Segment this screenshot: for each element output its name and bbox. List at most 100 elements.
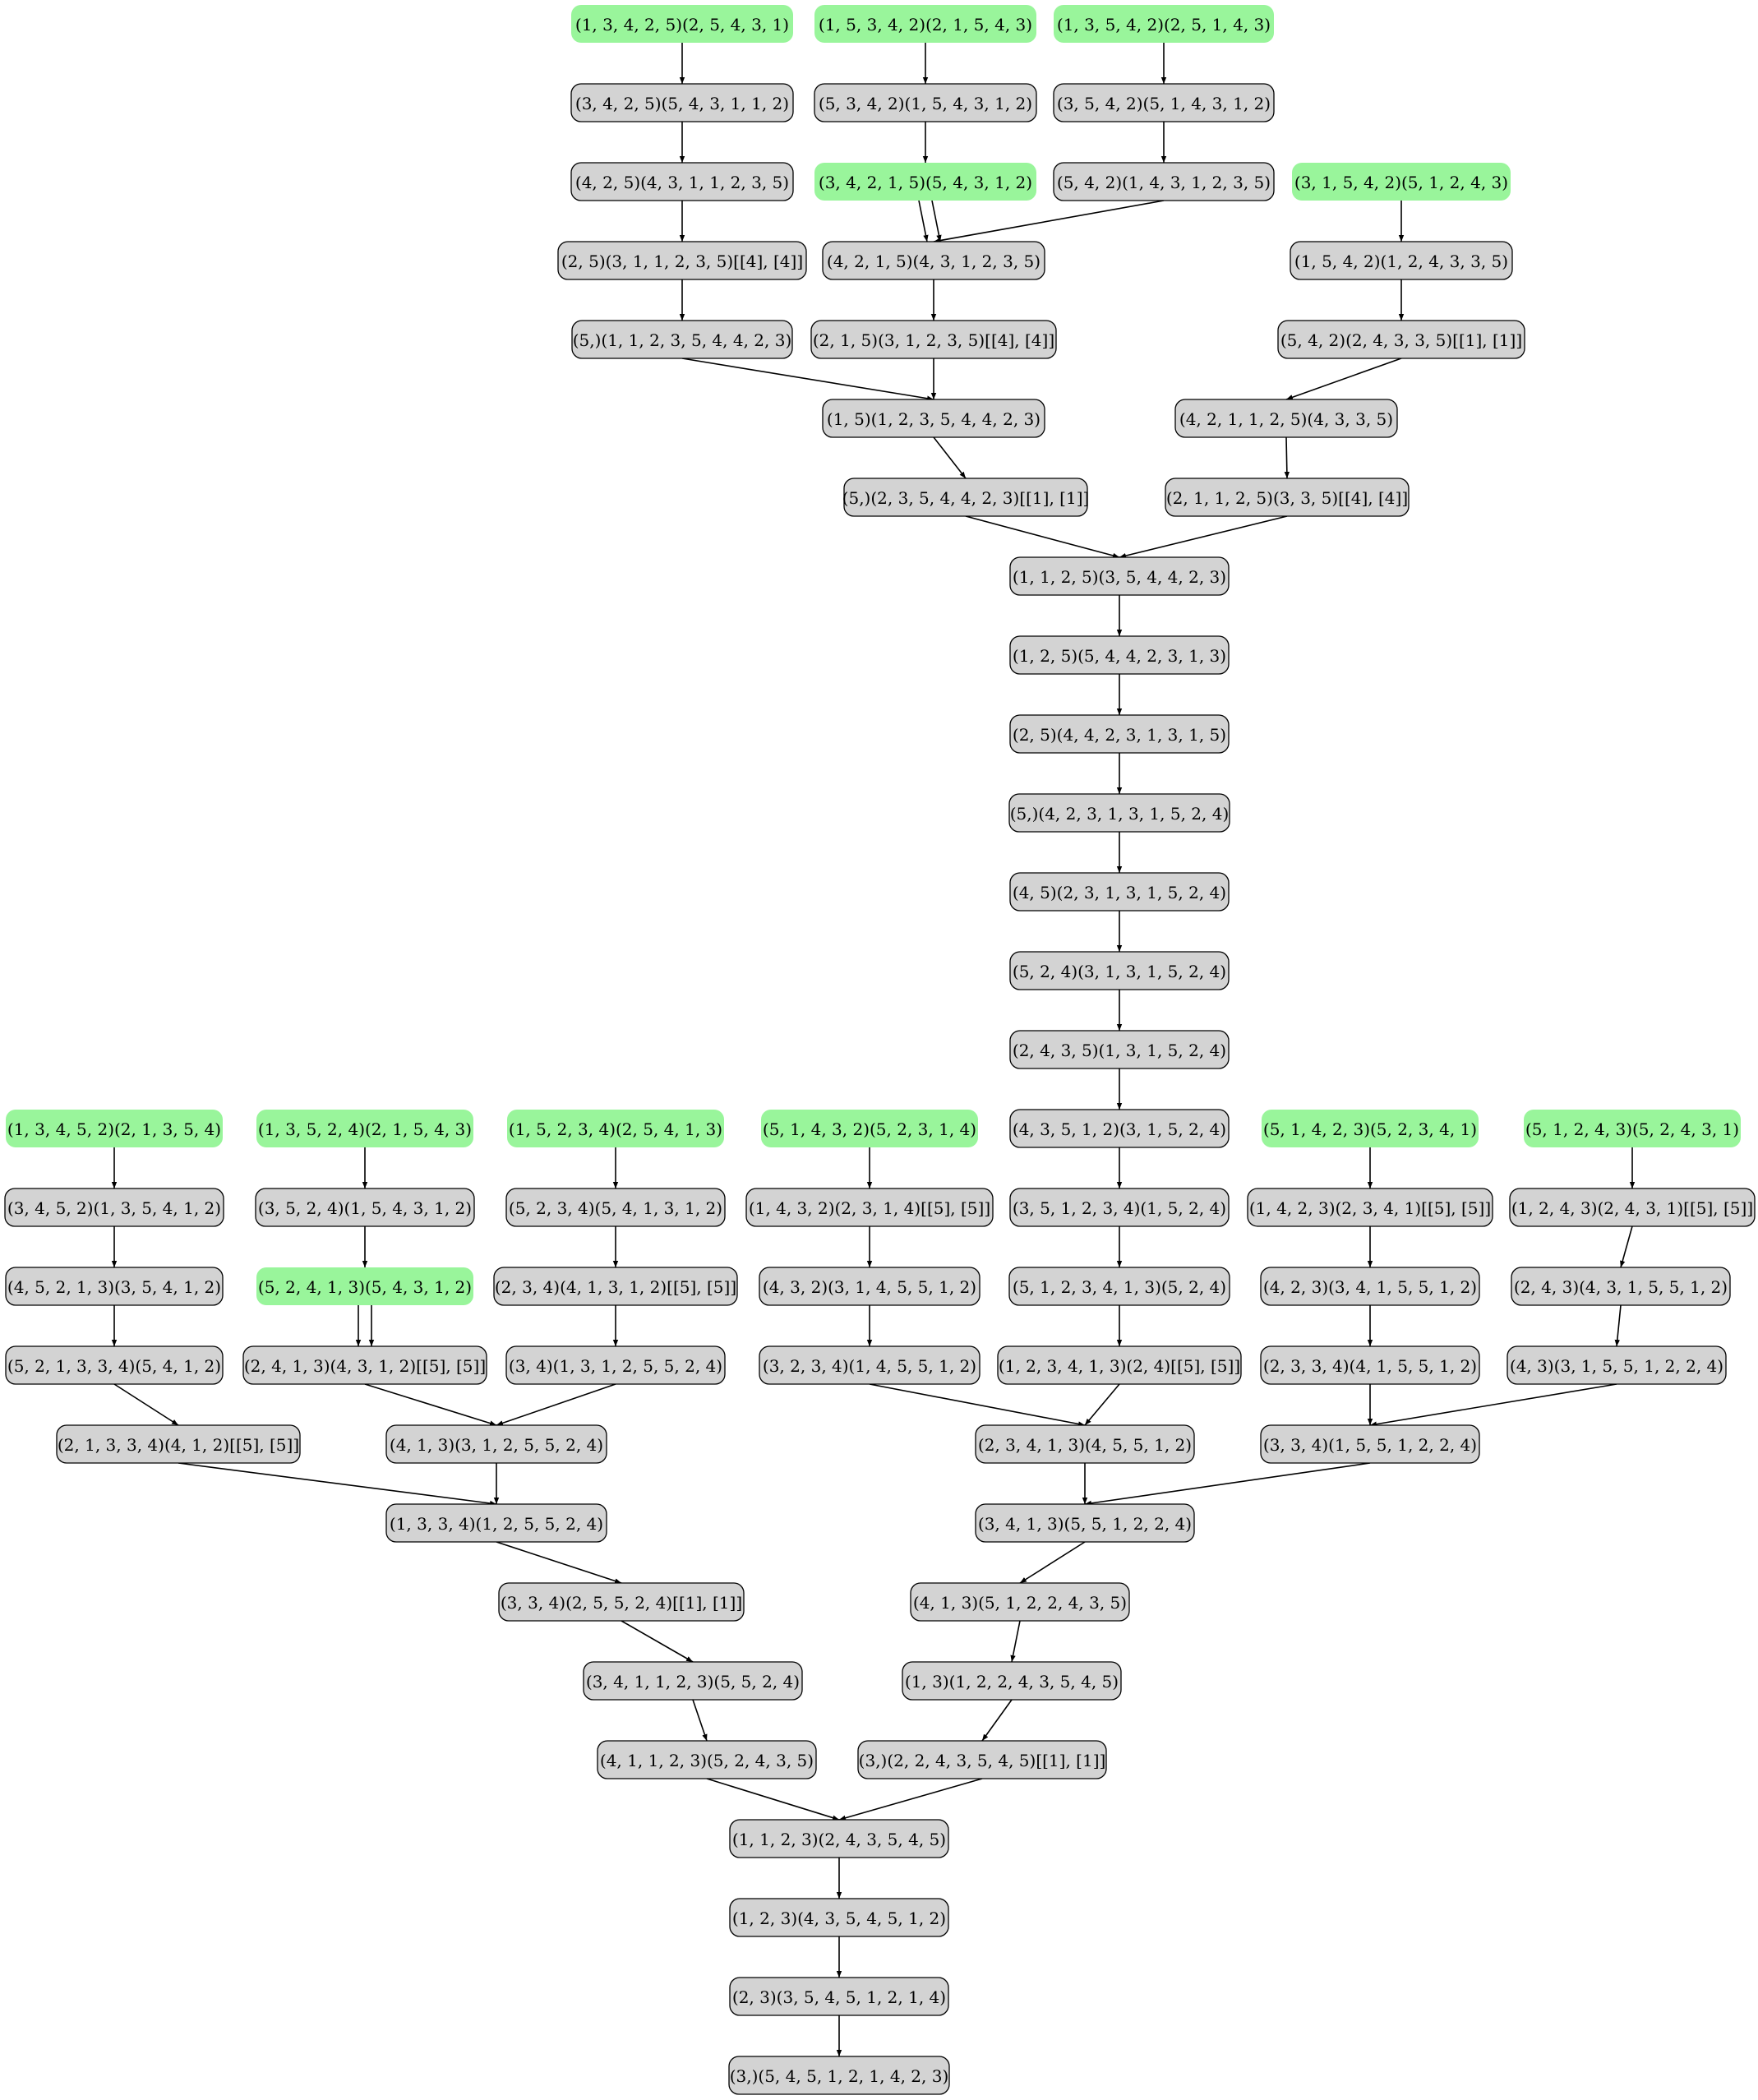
node-label: (5, 1, 4, 2, 3)(5, 2, 3, 4, 1) [1263, 1119, 1477, 1139]
node-label: (4, 5)(2, 3, 1, 3, 1, 5, 2, 4) [1013, 883, 1226, 902]
node-box [1247, 1188, 1493, 1227]
node-label: (4, 2, 5)(4, 3, 1, 1, 2, 3, 5) [575, 173, 789, 192]
node-label: (1, 2, 3)(4, 3, 5, 4, 5, 1, 2) [732, 1908, 946, 1928]
start-node: (5, 2, 4, 1, 3)(5, 4, 3, 1, 2) [256, 1267, 473, 1305]
edge-arrow [933, 436, 967, 479]
state-node: (1, 1, 2, 3)(2, 4, 3, 5, 4, 5) [729, 1819, 949, 1858]
node-label: (1, 3, 4, 5, 2)(2, 1, 3, 5, 4) [7, 1119, 221, 1139]
node-label: (4, 1, 1, 2, 3)(5, 2, 4, 3, 5) [600, 1751, 814, 1770]
edge-arrow [681, 358, 934, 401]
node-label: (5, 2, 4)(3, 1, 3, 1, 5, 2, 4) [1013, 962, 1226, 981]
node-box [493, 1267, 738, 1306]
state-node: (3, 4, 1, 3)(5, 5, 1, 2, 2, 4) [975, 1503, 1195, 1543]
state-node: (1, 4, 2, 3)(2, 3, 4, 1)[[5], [5]] [1247, 1188, 1493, 1227]
state-node: (3,)(2, 2, 4, 3, 5, 4, 5)[[1], [1]] [857, 1740, 1107, 1779]
state-node: (3, 4, 5, 2)(1, 3, 5, 4, 1, 2) [4, 1188, 224, 1227]
edge-arrow [706, 1778, 840, 1821]
node-box [1165, 478, 1410, 517]
node-label: (5, 1, 2, 3, 4, 1, 3)(5, 2, 4) [1013, 1277, 1226, 1297]
edge-arrow [869, 1383, 1086, 1427]
node-box [385, 1424, 607, 1464]
start-node-box [571, 5, 793, 43]
state-node: (2, 4, 3, 5)(1, 3, 1, 5, 2, 4) [1009, 1030, 1230, 1069]
node-label: (3, 5, 4, 2)(5, 1, 4, 3, 1, 2) [1057, 94, 1271, 113]
node-box [822, 241, 1045, 280]
edge-arrow [1285, 358, 1402, 400]
state-node: (1, 3)(1, 2, 2, 4, 3, 5, 4, 5) [902, 1661, 1122, 1701]
node-label: (5, 2, 4, 1, 3)(5, 4, 3, 1, 2) [258, 1277, 472, 1297]
node-label: (1, 2, 5)(5, 4, 4, 2, 3, 1, 3) [1013, 646, 1226, 666]
node-box [810, 320, 1057, 359]
state-node: (3, 5, 2, 4)(1, 5, 4, 3, 1, 2) [255, 1188, 475, 1227]
node-label: (2, 4, 3, 5)(1, 3, 1, 5, 2, 4) [1013, 1041, 1226, 1060]
node-box [1009, 1188, 1230, 1227]
node-box [1507, 1345, 1727, 1385]
edge-arrow [621, 1620, 694, 1663]
state-node: (1, 4, 3, 2)(2, 3, 1, 4)[[5], [5]] [745, 1188, 994, 1227]
node-label: (2, 5)(3, 1, 1, 2, 3, 5)[[4], [4]] [561, 252, 803, 271]
start-node: (5, 1, 2, 4, 3)(5, 2, 4, 3, 1) [1524, 1110, 1741, 1147]
node-label: (3,)(5, 4, 5, 1, 2, 1, 4, 2, 3) [730, 2066, 949, 2086]
state-node: (5,)(2, 3, 5, 4, 4, 2, 3)[[1], [1]] [842, 478, 1090, 517]
start-node-box [1292, 163, 1511, 201]
node-box [1009, 714, 1230, 754]
edge-arrow [1084, 1383, 1120, 1426]
state-node: (5, 1, 2, 3, 4, 1, 3)(5, 2, 4) [1008, 1267, 1230, 1306]
edge-arrow [364, 1383, 497, 1426]
start-node-box [507, 1110, 724, 1147]
node-box [1053, 162, 1275, 201]
node-label: (4, 3)(3, 1, 5, 5, 1, 2, 2, 4) [1510, 1356, 1723, 1376]
edge-arrow [1369, 1383, 1617, 1427]
node-box [5, 1345, 224, 1385]
node-label: (2, 3, 4)(4, 1, 3, 1, 2)[[5], [5]] [495, 1277, 736, 1297]
state-node: (2, 1, 1, 2, 5)(3, 3, 5)[[4], [4]] [1165, 478, 1410, 517]
node-box [1009, 1109, 1230, 1148]
start-node: (3, 1, 5, 4, 2)(5, 1, 2, 4, 3) [1292, 163, 1511, 201]
node-label: (4, 2, 3)(3, 4, 1, 5, 5, 1, 2) [1263, 1277, 1477, 1297]
state-node: (5, 2, 3, 4)(5, 4, 1, 3, 1, 2) [505, 1188, 726, 1227]
node-label: (5,)(2, 3, 5, 4, 4, 2, 3)[[1], [1]] [842, 488, 1090, 508]
node-label: (2, 1, 1, 2, 5)(3, 3, 5)[[4], [4]] [1166, 488, 1408, 508]
start-node-box [814, 5, 1036, 43]
node-label: (5, 1, 4, 3, 2)(5, 2, 3, 1, 4) [763, 1119, 976, 1139]
state-node: (3, 3, 4)(1, 5, 5, 1, 2, 2, 4) [1260, 1424, 1480, 1464]
node-label: (1, 5, 3, 4, 2)(2, 1, 5, 4, 3) [819, 15, 1032, 35]
state-node: (2, 5)(3, 1, 1, 2, 3, 5)[[4], [4]] [557, 241, 807, 280]
state-node: (4, 3, 5, 1, 2)(3, 1, 5, 2, 4) [1009, 1109, 1230, 1148]
start-node-box [1262, 1110, 1479, 1147]
start-node-box [761, 1110, 978, 1147]
node-label: (3, 3, 4)(2, 5, 5, 2, 4)[[1], [1]] [501, 1593, 742, 1613]
state-node: (1, 3, 3, 4)(1, 2, 5, 5, 2, 4) [385, 1503, 607, 1543]
start-node-box [1054, 5, 1274, 43]
node-box [759, 1267, 981, 1306]
state-node: (3, 5, 4, 2)(5, 1, 4, 3, 1, 2) [1053, 83, 1275, 122]
state-node: (3, 4, 2, 5)(5, 4, 3, 1, 1, 2) [570, 83, 794, 122]
state-node: (2, 3)(3, 5, 4, 5, 1, 2, 1, 4) [729, 1977, 949, 2016]
node-label: (1, 1, 2, 3)(2, 4, 3, 5, 4, 5) [732, 1830, 946, 1849]
node-label: (1, 3, 5, 4, 2)(2, 5, 1, 4, 3) [1057, 15, 1271, 35]
state-node: (4, 3)(3, 1, 5, 5, 1, 2, 2, 4) [1507, 1345, 1727, 1385]
state-node: (4, 5, 2, 1, 3)(3, 5, 4, 1, 2) [5, 1267, 224, 1306]
node-box [1053, 83, 1275, 122]
node-box [4, 1188, 224, 1227]
node-label: (3, 4, 2, 5)(5, 4, 3, 1, 1, 2) [575, 94, 789, 113]
node-box [814, 83, 1037, 122]
edge-arrow [1019, 1541, 1086, 1584]
node-label: (5, 3, 4, 2)(1, 5, 4, 3, 1, 2) [819, 94, 1032, 113]
node-label: (4, 3, 2)(3, 1, 4, 5, 5, 1, 2) [763, 1277, 976, 1297]
edge-arrow [113, 1383, 179, 1426]
node-box [56, 1424, 301, 1464]
node-box [1174, 399, 1398, 438]
state-node: (2, 4, 3)(4, 3, 1, 5, 5, 1, 2) [1511, 1267, 1731, 1306]
node-label: (4, 3, 5, 1, 2)(3, 1, 5, 2, 4) [1013, 1119, 1226, 1139]
state-node: (2, 4, 1, 3)(4, 3, 1, 2)[[5], [5]] [242, 1345, 487, 1385]
state-node: (4, 1, 3)(5, 1, 2, 2, 4, 3, 5) [910, 1582, 1130, 1622]
edge-arrow [1620, 1225, 1633, 1268]
state-node: (5,)(1, 1, 2, 3, 5, 4, 4, 2, 3) [571, 320, 793, 359]
state-node: (3, 4, 1, 1, 2, 3)(5, 5, 2, 4) [583, 1661, 803, 1701]
state-node: (2, 3, 3, 4)(4, 1, 5, 5, 1, 2) [1260, 1345, 1480, 1385]
node-box [498, 1582, 745, 1622]
state-node: (1, 2, 3, 4, 1, 3)(2, 4)[[5], [5]] [997, 1345, 1242, 1385]
node-box [729, 1819, 949, 1858]
